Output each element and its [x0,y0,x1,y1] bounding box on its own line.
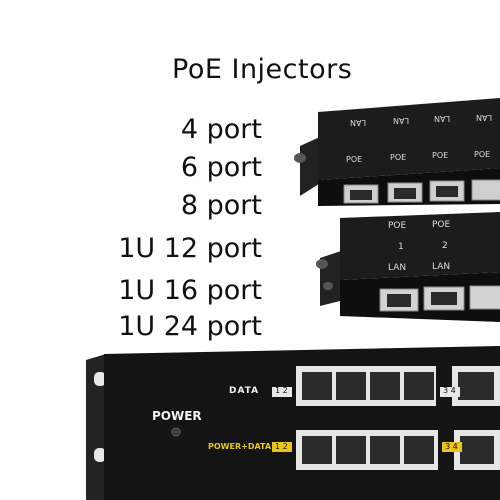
option-6-port: 6 port [180,152,262,183]
small-poe-label-3: POE [432,151,449,160]
rack-power-data-ports-b: 3 4 [445,442,458,451]
medium-port-number-2: 2 [442,241,448,251]
medium-poe-label-2: POE [432,220,451,230]
option-1u-12-port: 1U 12 port [118,233,262,264]
option-8-port: 8 port [180,190,262,221]
medium-port-number-1: 1 [398,242,404,252]
rack-data-ports-b: 3 4 [443,386,456,395]
rack-data-label: DATA [229,386,260,396]
option-4-port: 4 port [180,114,262,145]
rack-power-data-ports-a: 1 2 [275,442,288,451]
option-1u-16-port: 1U 16 port [118,275,262,306]
rack-power-data-label: POWER+DATA [208,442,272,451]
rack-data-ports-a: 1 2 [275,386,288,395]
small-poe-label-2: POE [390,153,407,162]
medium-poe-label-1: POE [388,221,407,231]
rack-power-label: POWER [152,409,202,423]
small-poe-label-4: POE [474,150,491,159]
option-1u-24-port: 1U 24 port [118,311,262,342]
medium-lan-label-2: LAN [432,262,451,272]
medium-lan-label-1: LAN [388,263,407,273]
page-title: PoE Injectors [172,54,353,85]
small-poe-label-1: POE [346,155,363,164]
